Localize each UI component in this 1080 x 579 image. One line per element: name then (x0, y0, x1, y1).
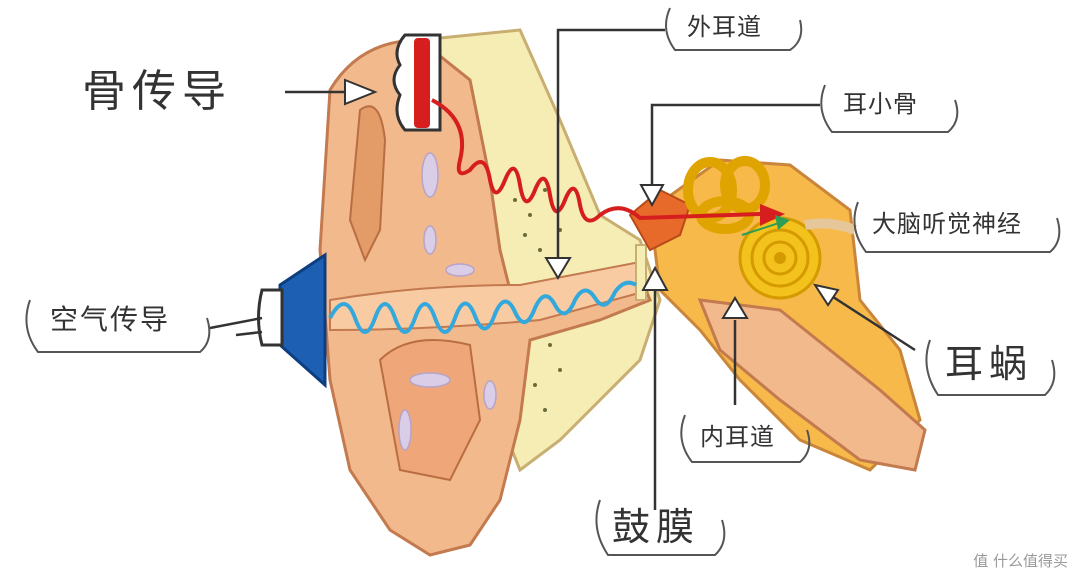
pinna-fold-upper (348, 105, 387, 263)
speaker-cone (278, 252, 327, 389)
ossicles-label: 耳小骨 (843, 90, 918, 118)
auditory-nerve-arrowhead (775, 215, 790, 230)
cochlea-arrow (812, 283, 840, 307)
auditory-nerve-label: 大脑听觉神经 (872, 210, 1022, 238)
cochlea-label: 耳蜗 (945, 342, 1034, 386)
bubble-auditory-nerve (853, 201, 1061, 253)
label-bubbles (25, 7, 1061, 556)
eardrum-membrane (635, 244, 647, 301)
bone-conduction-wave (431, 98, 761, 223)
label-leaders (209, 28, 916, 510)
bubble-air-conduction (25, 299, 211, 353)
auditory-nerve (804, 218, 857, 235)
label-arrowheads (344, 78, 840, 319)
bubble-eardrum (595, 499, 726, 556)
bone-conduction-label: 骨传导 (82, 66, 232, 117)
air-conduction-wave (328, 280, 638, 334)
bone-conduction-arrow (344, 78, 378, 106)
site-watermark: 值 什么值得买 (973, 552, 1068, 570)
outer-ear-canal-label: 外耳道 (687, 13, 762, 41)
eustachian-tube (697, 298, 927, 472)
bone-conduction-transducer (414, 38, 430, 128)
ossicles-arrow (639, 184, 665, 208)
bone-wave-arrowhead (760, 204, 785, 226)
eardrum-arrow (641, 265, 669, 291)
inner-ear-canal-arrow (721, 296, 749, 319)
auditory-nerve-arrow (741, 221, 783, 236)
eardrum-label: 鼓膜 (612, 505, 701, 549)
speaker-body (257, 288, 284, 347)
outer-ear-canal-arrow (544, 257, 572, 280)
ear-canal (329, 260, 652, 332)
inner-ear-canal-label: 内耳道 (700, 423, 775, 451)
bubble-cochlea (925, 339, 1056, 396)
cartilage-highlights (398, 152, 497, 451)
bubble-ossicles (820, 84, 959, 133)
bubble-inner-ear-canal (680, 414, 811, 463)
cochlea-spiral (738, 216, 822, 300)
bubble-outer-ear-canal (665, 7, 803, 51)
air-conduction-label: 空气传导 (50, 303, 171, 336)
